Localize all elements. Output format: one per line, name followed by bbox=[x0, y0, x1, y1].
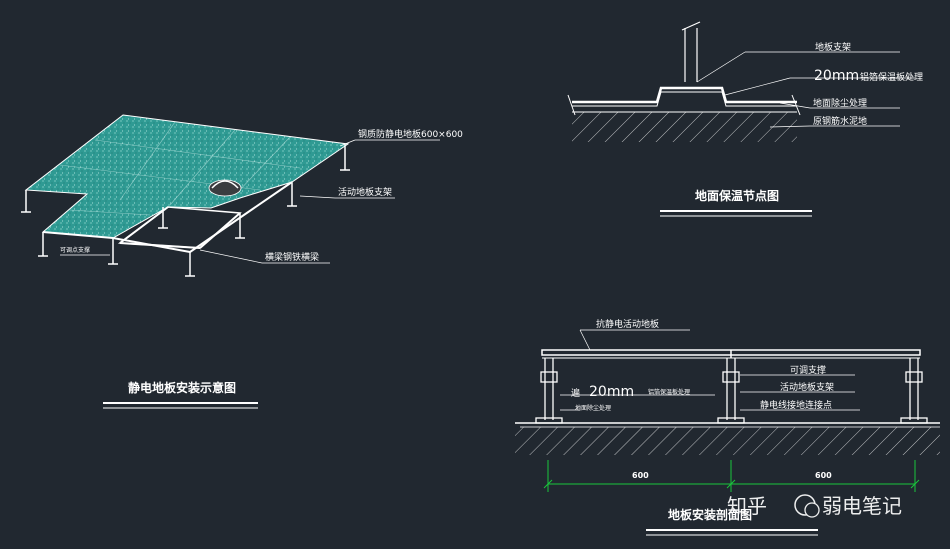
label-section-dust: 地面除尘处理 bbox=[575, 404, 611, 412]
ground-hatch bbox=[515, 427, 940, 455]
drawing2-title: 地面保温节点图 bbox=[695, 188, 779, 203]
support-post-section bbox=[681, 21, 701, 82]
label-section-adjustable: 可调支撑 bbox=[790, 364, 826, 376]
insulation-node-drawing: 地板支架 20mm 铝箔保温板处理 地面除尘处理 原钢筋水泥地 地面保温节点图 bbox=[567, 21, 923, 217]
label-node-dust: 地面除尘处理 bbox=[813, 97, 867, 109]
watermark-zhihu: 知乎 bbox=[727, 494, 767, 518]
section-leaders bbox=[560, 329, 860, 411]
label-beam: 横梁钢铁横梁 bbox=[265, 251, 319, 263]
insulation-layer bbox=[572, 86, 797, 104]
label-panel-spec: 钢质防静电地板600×600 bbox=[358, 128, 463, 140]
drawing3-title: 地板安装剖面图 bbox=[668, 507, 752, 522]
label-node-insulation-size: 20mm bbox=[814, 68, 859, 84]
dimension-lines bbox=[543, 460, 920, 492]
label-section-insulation-size: 20mm bbox=[589, 384, 634, 400]
leader-lines bbox=[60, 139, 440, 264]
node-leaders bbox=[696, 51, 915, 128]
isometric-floor-drawing: 钢质防静电地板600×600 活动地板支架 横梁钢铁横梁 可调点支撑 静电地板安… bbox=[21, 114, 463, 409]
label-adjustable-point: 可调点支撑 bbox=[60, 246, 90, 254]
pedestals bbox=[21, 144, 350, 277]
label-node-support: 地板支架 bbox=[815, 41, 851, 53]
watermark: 知乎 弱电笔记 bbox=[727, 494, 902, 518]
concrete-slab-hatch bbox=[572, 112, 797, 142]
label-section-ground: 静电线接地连接点 bbox=[760, 399, 832, 411]
dimension-right: 600 bbox=[815, 471, 832, 480]
label-node-slab: 原钢筋水泥地 bbox=[813, 115, 867, 127]
label-section-insulation: 铝箔保温板处理 bbox=[648, 388, 690, 396]
stringer-beams bbox=[42, 181, 293, 253]
panel-lifter-icon bbox=[208, 179, 242, 197]
dimension-left: 600 bbox=[632, 471, 649, 480]
watermark-account: 弱电笔记 bbox=[822, 494, 902, 518]
section-pedestals bbox=[535, 358, 928, 424]
section-drawing: 抗静电活动地板 可调支撑 活动地板支架 静电线接地连接点 遍 20mm 铝箔保温… bbox=[515, 318, 940, 536]
label-node-insulation: 铝箔保温板处理 bbox=[860, 71, 923, 83]
label-support-post: 活动地板支架 bbox=[338, 186, 392, 198]
drawing1-title: 静电地板安装示意图 bbox=[128, 380, 236, 395]
label-section-insulation-lead: 遍 bbox=[571, 387, 580, 399]
label-section-support: 活动地板支架 bbox=[780, 381, 834, 393]
label-section-floor: 抗静电活动地板 bbox=[596, 318, 659, 330]
